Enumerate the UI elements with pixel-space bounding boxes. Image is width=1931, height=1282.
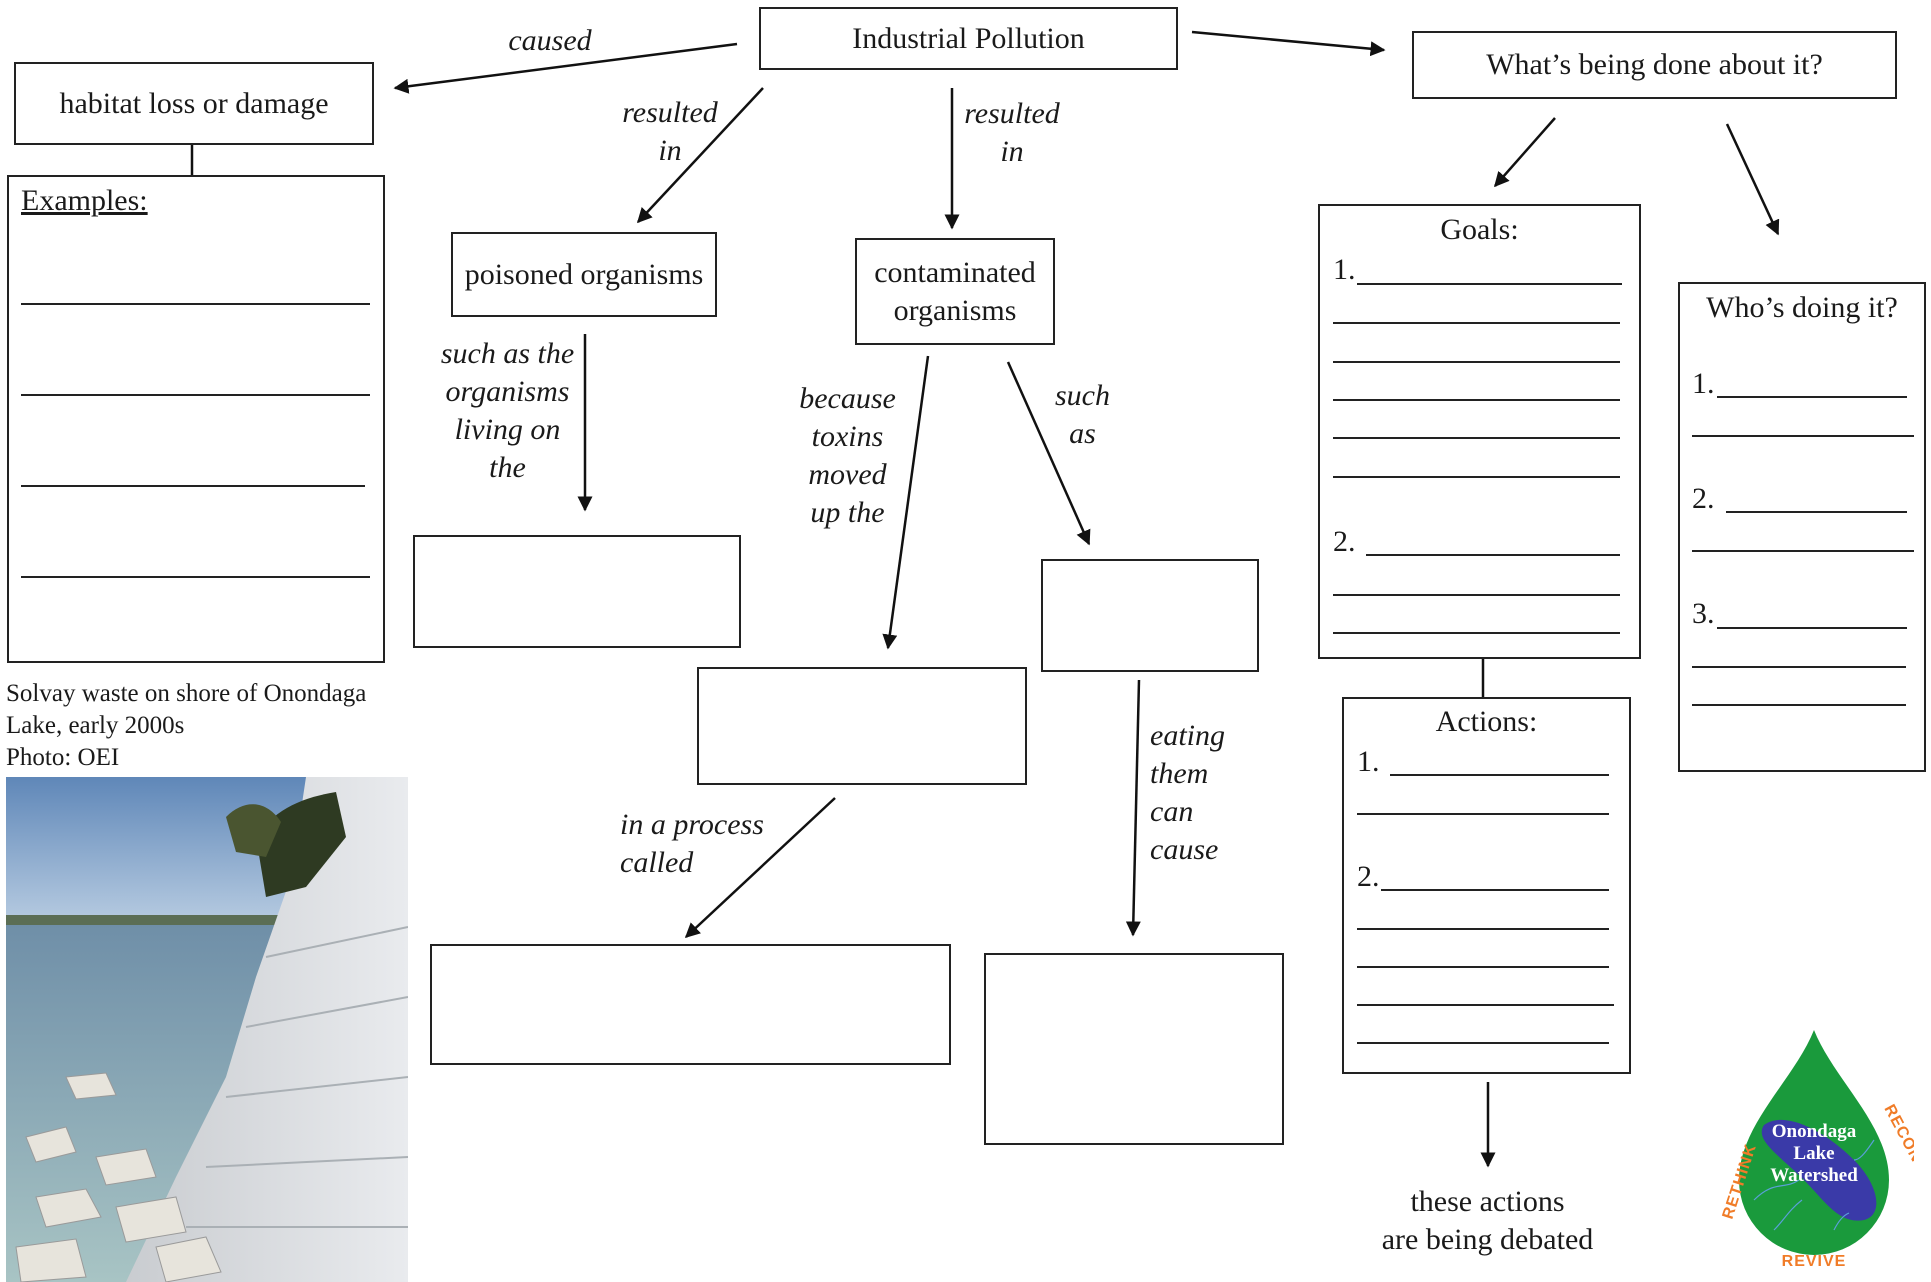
label-habitat-loss: habitat loss or damage bbox=[59, 87, 329, 120]
answer-box-process[interactable] bbox=[430, 944, 951, 1065]
write-line[interactable] bbox=[1333, 322, 1620, 324]
debated-line1: these actions bbox=[1410, 1185, 1565, 1218]
label-contaminated-line2: organisms bbox=[893, 294, 1017, 327]
logo-line3: Watershed bbox=[1770, 1165, 1858, 1186]
write-line[interactable] bbox=[1333, 399, 1620, 401]
examples-box bbox=[7, 175, 385, 663]
goals-box bbox=[1318, 204, 1641, 659]
write-line[interactable] bbox=[1692, 550, 1914, 552]
actions-box bbox=[1342, 697, 1631, 1074]
write-line[interactable] bbox=[1333, 476, 1620, 478]
arrow-eating-cause bbox=[1125, 679, 1141, 937]
whos-doing-heading: Who’s doing it? bbox=[1706, 291, 1898, 324]
label-industrial-pollution: Industrial Pollution bbox=[852, 22, 1085, 55]
arrow-goals bbox=[1494, 117, 1556, 188]
edge-label-such-as: such as bbox=[1055, 379, 1110, 450]
answer-box-eating-cause[interactable] bbox=[984, 953, 1284, 1145]
debated-line2: are being debated bbox=[1381, 1223, 1594, 1256]
node-habitat-loss bbox=[14, 62, 374, 145]
write-line[interactable] bbox=[1333, 361, 1620, 363]
whos-doing-box bbox=[1678, 282, 1926, 772]
write-line[interactable] bbox=[1692, 435, 1914, 437]
arrow-such-as bbox=[1006, 361, 1091, 546]
goals-heading: Goals: bbox=[1440, 213, 1519, 246]
write-line[interactable] bbox=[1357, 1004, 1614, 1006]
write-line[interactable] bbox=[1357, 813, 1609, 815]
whos-number-2: 2. bbox=[1692, 482, 1715, 515]
write-line[interactable] bbox=[1333, 594, 1620, 596]
photo-caption-line2: Lake, early 2000s bbox=[6, 712, 185, 739]
node-contaminated-organisms bbox=[855, 238, 1055, 345]
whos-number-1: 1. bbox=[1692, 367, 1715, 400]
write-line[interactable] bbox=[1366, 554, 1620, 556]
write-line[interactable] bbox=[1357, 283, 1622, 285]
write-line[interactable] bbox=[1333, 632, 1620, 634]
edge-label-in-a-process-called: in a process called bbox=[620, 808, 764, 879]
label-whats-being-done: What’s being done about it? bbox=[1486, 48, 1823, 81]
write-line[interactable] bbox=[1692, 666, 1906, 668]
edge-label-resulted-in-2: resulted in bbox=[964, 97, 1060, 168]
node-industrial-pollution bbox=[759, 7, 1178, 70]
photo-caption-line3: Photo: OEI bbox=[6, 744, 120, 771]
onondaga-watershed-logo: Onondaga Lake Watershed RETHINK RECONNEC… bbox=[1720, 1030, 1914, 1270]
write-line[interactable] bbox=[1381, 889, 1609, 891]
node-poisoned-organisms bbox=[451, 232, 717, 317]
write-line[interactable] bbox=[21, 485, 365, 487]
write-line[interactable] bbox=[1692, 704, 1906, 706]
edge-label-such-as-the-organisms: such as the organisms living on the bbox=[440, 337, 575, 484]
arrow-whos bbox=[1725, 123, 1780, 236]
actions-heading: Actions: bbox=[1435, 705, 1538, 738]
arrow-because-toxins bbox=[882, 355, 930, 650]
photo-caption-line1: Solvay waste on shore of Onondaga bbox=[6, 680, 367, 707]
logo-line1: Onondaga bbox=[1772, 1121, 1857, 1142]
write-line[interactable] bbox=[1390, 774, 1609, 776]
arrow-whats-done bbox=[1191, 30, 1386, 57]
write-line[interactable] bbox=[1357, 1042, 1609, 1044]
write-line[interactable] bbox=[21, 576, 370, 578]
write-line[interactable] bbox=[1357, 928, 1609, 930]
write-line[interactable] bbox=[21, 303, 370, 305]
write-line[interactable] bbox=[1717, 627, 1907, 629]
arrow-resulted-poisoned bbox=[636, 87, 764, 224]
write-line[interactable] bbox=[1357, 966, 1609, 968]
arrow-process-called bbox=[684, 797, 836, 939]
lake-shape bbox=[1761, 1119, 1877, 1221]
goals-number-2: 2. bbox=[1333, 525, 1356, 558]
write-line[interactable] bbox=[1333, 437, 1620, 439]
actions-number-2: 2. bbox=[1357, 860, 1380, 893]
edge-label-eating-them-can-cause: eating them can cause bbox=[1150, 719, 1225, 866]
actions-number-1: 1. bbox=[1357, 745, 1380, 778]
edge-label-caused: caused bbox=[508, 24, 592, 57]
write-line[interactable] bbox=[1726, 511, 1907, 513]
label-contaminated-line1: contaminated bbox=[874, 256, 1036, 289]
edge-label-because-toxins: because toxins moved up the bbox=[799, 382, 896, 529]
node-whats-being-done bbox=[1412, 31, 1897, 99]
edge-label-resulted-in-1: resulted in bbox=[622, 96, 718, 167]
answer-box-living-on[interactable] bbox=[413, 535, 741, 648]
write-line[interactable] bbox=[21, 394, 370, 396]
whos-number-3: 3. bbox=[1692, 597, 1715, 630]
examples-heading: Examples: bbox=[21, 184, 148, 217]
arrow-caused bbox=[393, 42, 738, 94]
answer-box-food-chain[interactable] bbox=[697, 667, 1027, 785]
shoreline-photo bbox=[6, 777, 408, 1282]
write-line[interactable] bbox=[1717, 396, 1907, 398]
goals-number-1: 1. bbox=[1333, 253, 1356, 286]
answer-box-such-as[interactable] bbox=[1041, 559, 1259, 672]
label-poisoned-organisms: poisoned organisms bbox=[464, 258, 704, 291]
logo-ring-bottom: REVIVE bbox=[1782, 1253, 1847, 1270]
logo-line2: Lake bbox=[1793, 1143, 1834, 1164]
